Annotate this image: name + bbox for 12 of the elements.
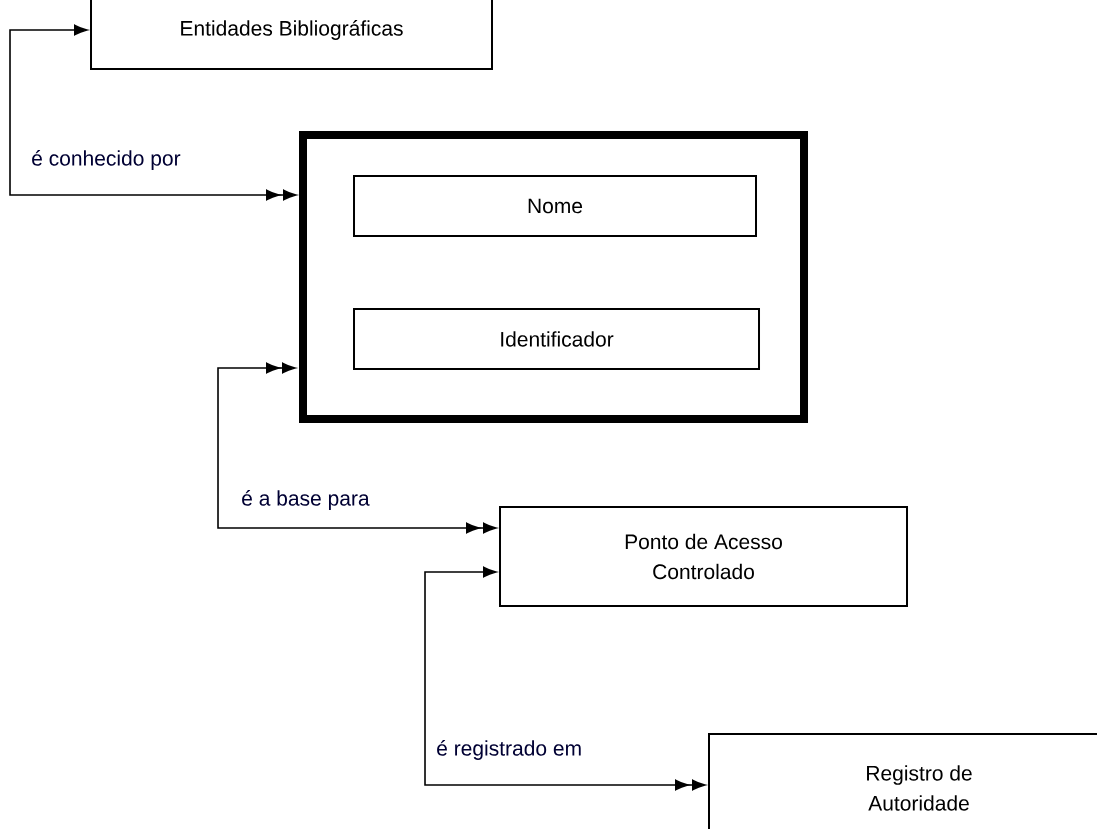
edge-label: é a base para [242, 490, 370, 510]
text-box: Identificador [353, 308, 760, 370]
frame-box [299, 131, 808, 423]
text-box: Registro de Autoridade [708, 733, 1097, 829]
edge-label: é registrado em [437, 740, 581, 760]
arrow [217, 362, 497, 534]
text-box: Nome [353, 175, 757, 237]
text-box: Entidades Bibliográficas [90, 0, 493, 70]
text-box: Ponto de Acesso Controlado [499, 506, 908, 607]
arrow [9, 24, 297, 201]
arrow [424, 566, 706, 791]
edge-label: é conhecido por [32, 150, 181, 170]
